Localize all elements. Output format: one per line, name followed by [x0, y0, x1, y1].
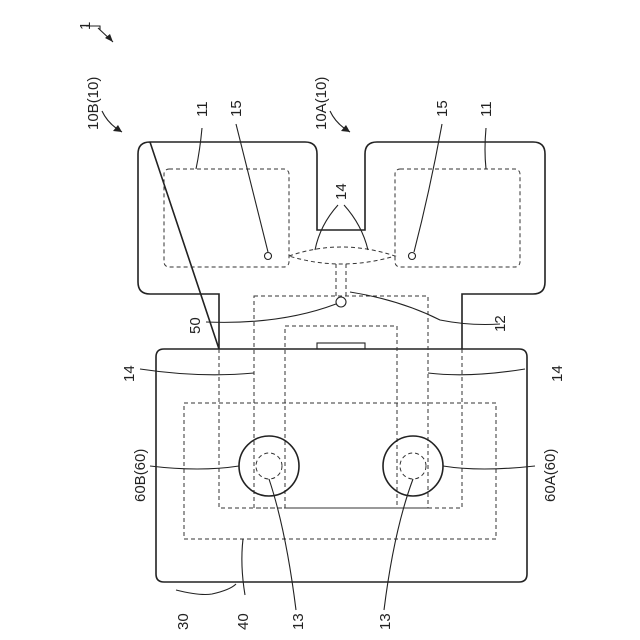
label-40: 40 — [235, 613, 252, 630]
terminal-50 — [336, 297, 346, 307]
label-30: 30 — [175, 613, 192, 630]
label-15-left: 15 — [228, 100, 245, 117]
electrode-60a — [383, 436, 443, 496]
label-50: 50 — [187, 317, 204, 334]
substrate-30 — [156, 349, 527, 582]
point-15-left — [265, 253, 272, 260]
label-13-right: 13 — [377, 613, 394, 630]
label-coil-b: 10B(10) — [85, 77, 102, 130]
arrow-10a-head — [341, 125, 350, 132]
electrode-60b — [239, 436, 299, 496]
label-device-ref: 1 — [77, 22, 94, 30]
label-15-right: 15 — [434, 100, 451, 117]
label-coil-a: 10A(10) — [313, 77, 330, 130]
arrow-10b-head — [113, 125, 122, 132]
label-14-left: 14 — [121, 365, 138, 382]
point-15-right — [409, 253, 416, 260]
substrate-tab — [317, 343, 365, 349]
label-60b: 60B(60) — [132, 449, 149, 502]
wiring-inner — [285, 326, 397, 508]
region-11-right — [395, 169, 520, 267]
connection-14-stem — [336, 264, 346, 296]
label-11-right: 11 — [478, 101, 495, 117]
label-14-top: 14 — [333, 183, 350, 200]
region-40 — [184, 403, 496, 539]
label-14-right: 14 — [549, 365, 566, 382]
label-60a: 60A(60) — [542, 449, 559, 502]
connection-14-top — [289, 247, 395, 264]
leader-lines — [86, 26, 535, 610]
wiring-outer — [254, 296, 428, 508]
label-12: 12 — [492, 315, 509, 332]
label-11-left: 11 — [194, 101, 211, 117]
label-13-left: 13 — [290, 613, 307, 630]
region-11-left — [164, 169, 289, 267]
electrode-60a-inner — [400, 453, 426, 479]
electrode-60b-inner — [256, 453, 282, 479]
